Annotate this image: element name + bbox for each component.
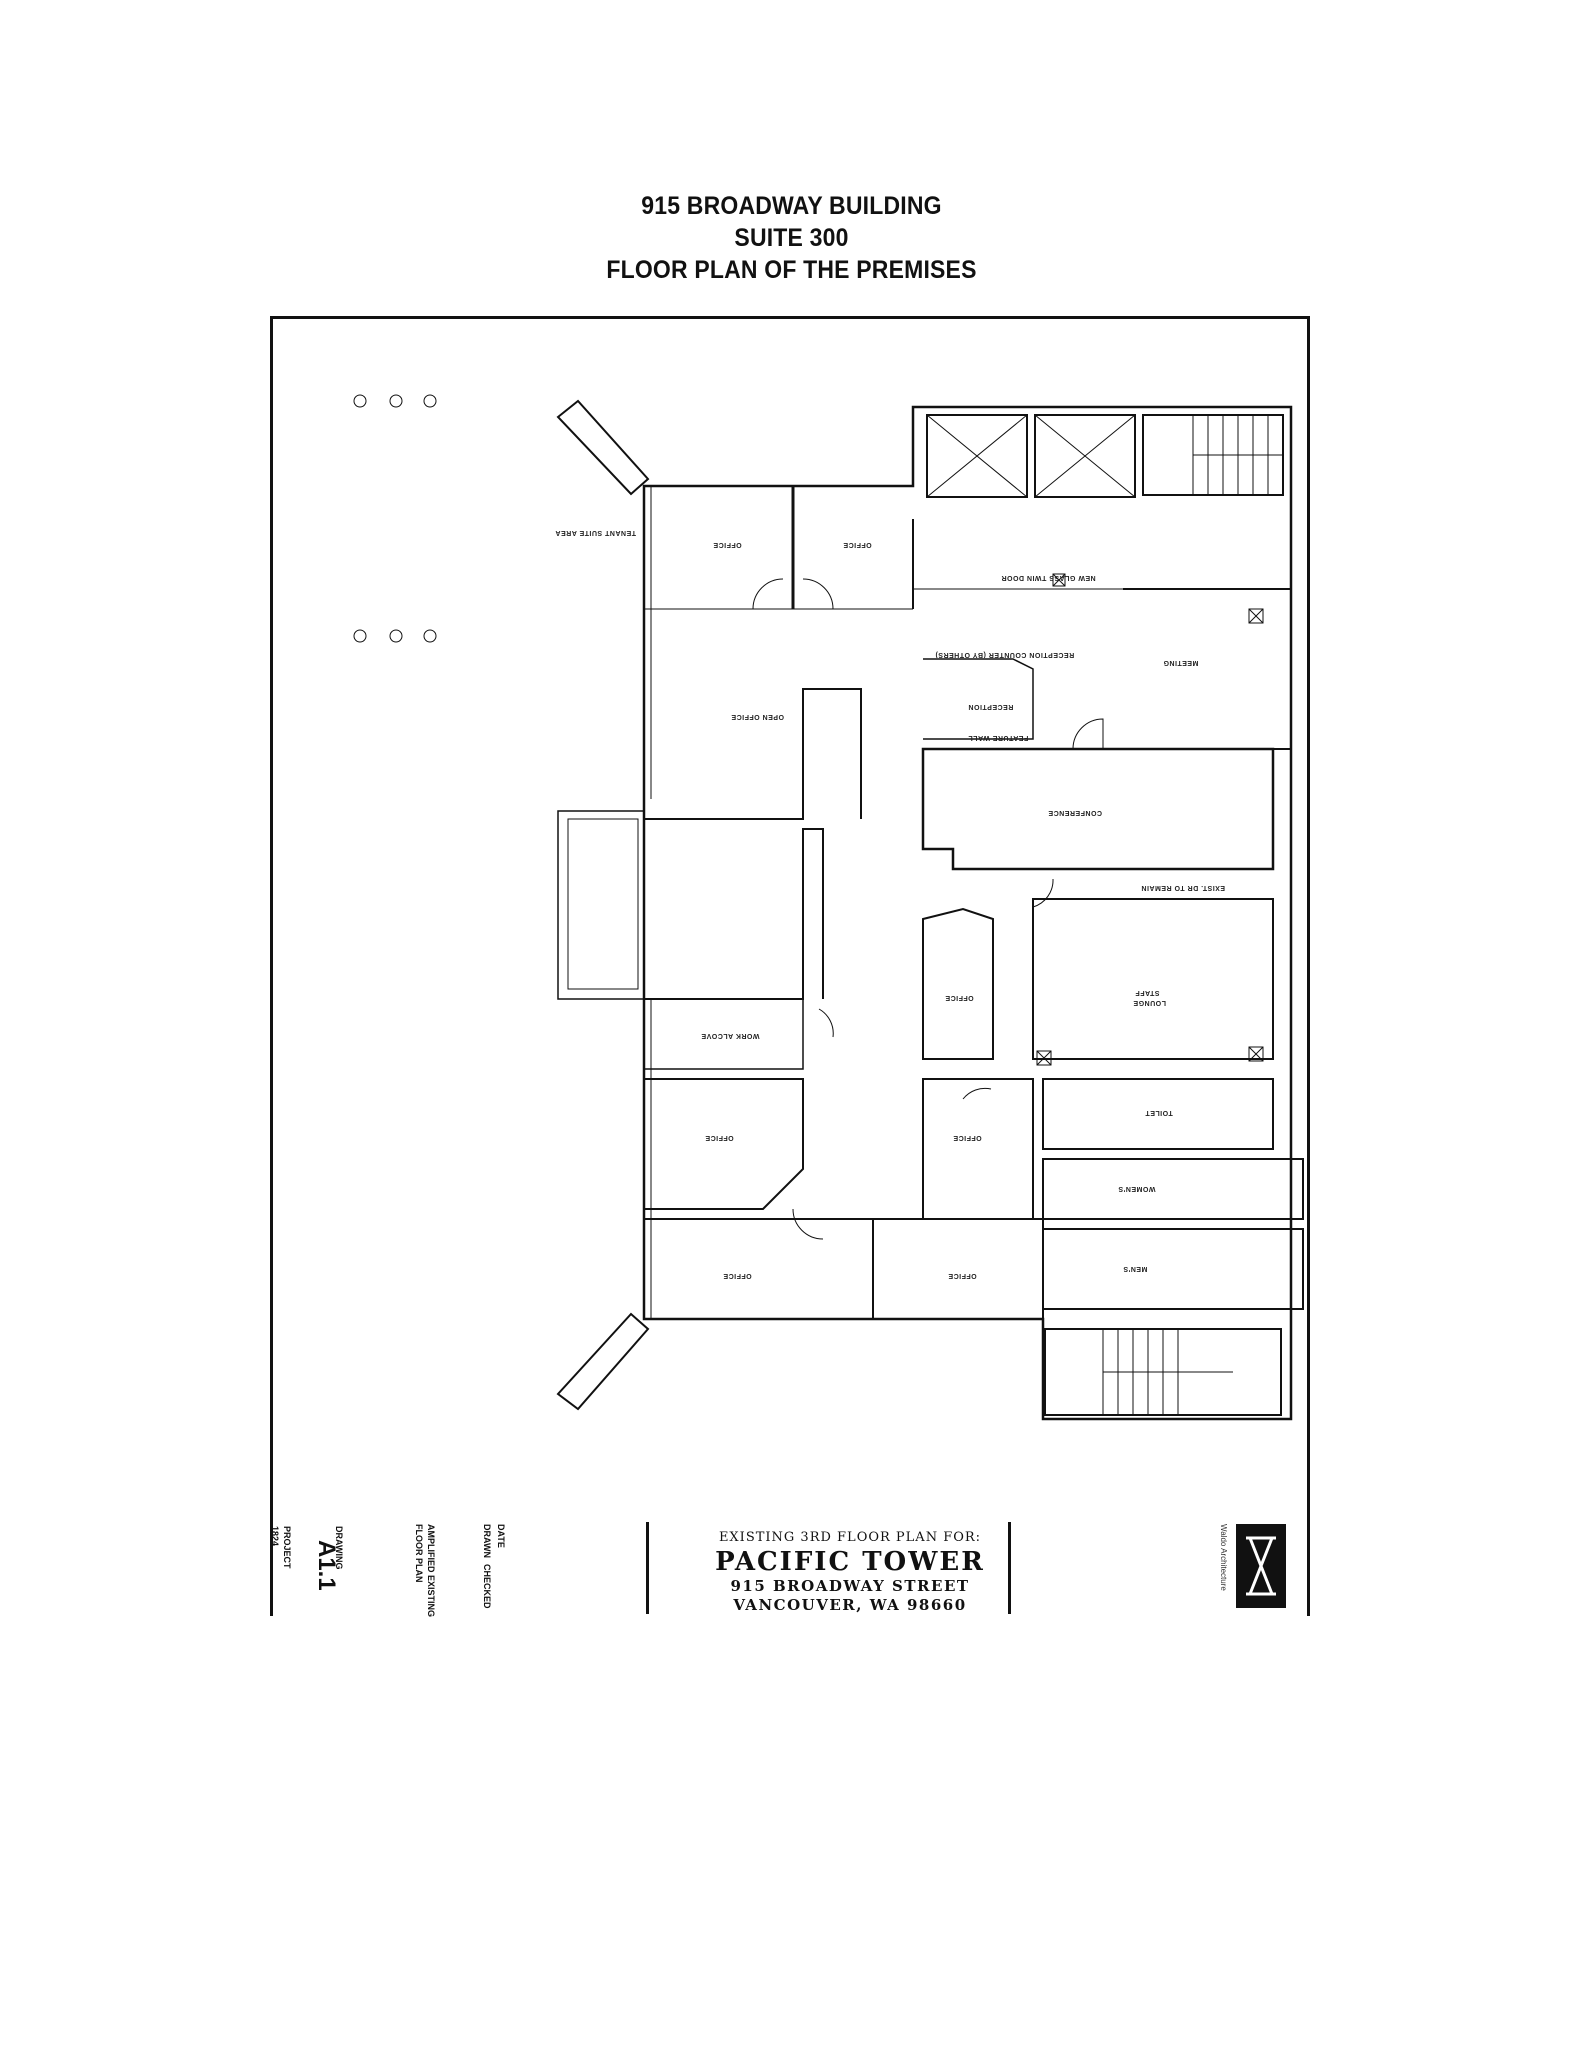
street-address: 915 BROADWAY STREET xyxy=(730,1577,970,1595)
room-label-office: OFFICE xyxy=(843,541,872,548)
room-label-open-office: OPEN OFFICE xyxy=(731,713,784,720)
firm-logo xyxy=(1236,1524,1286,1608)
room-label-mens: MEN'S xyxy=(1123,1265,1148,1272)
building-title: 915 BROADWAY BUILDING xyxy=(641,192,942,220)
room-label-office: OFFICE xyxy=(705,1134,734,1141)
building-name: PACIFIC TOWER xyxy=(715,1547,985,1577)
title-block-center: EXISTING 3RD FLOOR PLAN FOR: PACIFIC TOW… xyxy=(660,1530,1040,1615)
floor-plan-drawing xyxy=(353,394,1304,1421)
plan-title: FLOOR PLAN OF THE PREMISES xyxy=(606,256,977,284)
room-label-meeting: MEETING xyxy=(1163,659,1199,666)
room-label-office: OFFICE xyxy=(723,1272,752,1279)
date-label: DATE xyxy=(496,1524,506,1548)
room-label-exist-dr: EXIST. DR TO REMAIN xyxy=(1141,884,1226,891)
room-label-conference: CONFERENCE xyxy=(1048,809,1103,816)
plan-caption: EXISTING 3RD FLOOR PLAN FOR: xyxy=(718,1530,982,1545)
firm-name: Waldo Architecture xyxy=(1219,1524,1228,1591)
title-block-divider xyxy=(1008,1522,1011,1614)
title-block-divider xyxy=(270,1522,273,1614)
document-header: 915 BROADWAY BUILDING SUITE 300 FLOOR PL… xyxy=(0,190,1583,286)
room-label-feature-wall: FEATURE WALL xyxy=(968,734,1029,741)
drawing-title-line-1: AMPLIFIED EXISTING xyxy=(426,1524,436,1618)
title-block-divider xyxy=(646,1522,649,1614)
room-label-reception: RECEPTION xyxy=(968,703,1014,710)
room-label-lounge: LOUNGE xyxy=(1133,999,1166,1006)
city-address: VANCOUVER, WA 98660 xyxy=(733,1596,967,1614)
project-number: 1824 xyxy=(270,1526,280,1547)
title-block: PROJECT 1824 DRAWING A1.1 AMPLIFIED EXIS… xyxy=(270,1516,1310,1618)
room-label-womens: WOMEN'S xyxy=(1118,1185,1156,1192)
room-label-new-glass: NEW GLASS TWIN DOOR xyxy=(1001,574,1096,581)
room-label-office: OFFICE xyxy=(945,994,974,1001)
room-label-toilet: TOILET xyxy=(1145,1109,1173,1116)
room-label-reception-counter: RECEPTION COUNTER (BY OTHERS) xyxy=(935,651,1075,658)
drawn-label: DRAWN xyxy=(482,1524,492,1558)
room-label-staff: STAFF xyxy=(1135,989,1160,996)
checked-label: CHECKED xyxy=(482,1564,492,1609)
room-label-tenant-suite: TENANT SUITE AREA xyxy=(555,529,636,536)
room-label-work-alcove: WORK ALCOVE xyxy=(701,1032,760,1039)
suite-title: SUITE 300 xyxy=(734,224,849,252)
drawing-title-line-2: FLOOR PLAN xyxy=(414,1524,424,1583)
room-label-office: OFFICE xyxy=(713,541,742,548)
logo-mark-icon xyxy=(1246,1536,1276,1596)
project-label: PROJECT xyxy=(282,1526,292,1569)
room-label-office: OFFICE xyxy=(953,1134,982,1141)
sheet-number: A1.1 xyxy=(313,1540,340,1591)
room-label-office: OFFICE xyxy=(948,1272,977,1279)
drawing-sheet: OFFICE OFFICE OPEN OFFICE RECEPTION RECE… xyxy=(270,316,1310,1616)
title-block-divider xyxy=(1307,1522,1310,1614)
